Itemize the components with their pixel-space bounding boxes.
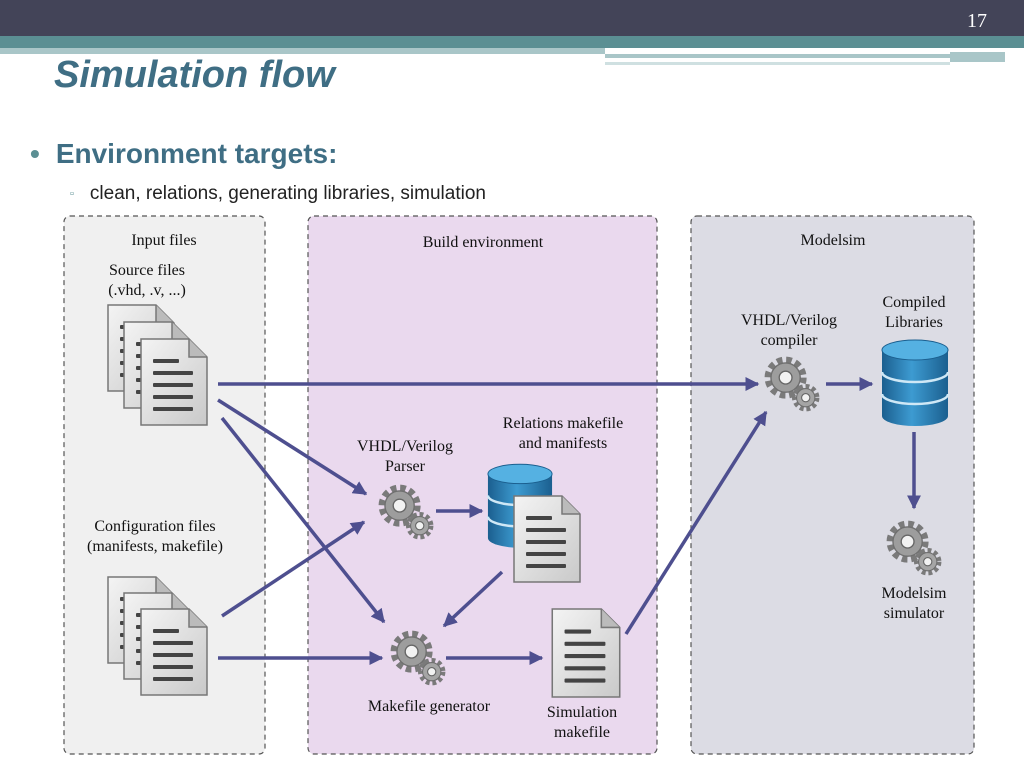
stripe-line [605,54,950,58]
header-stripe [0,48,605,54]
compiler-label: VHDL/Verilog [741,312,837,329]
bullet-text: Environment targets: [55,138,338,169]
square-bullet-icon: ▫ [70,188,74,200]
makefile-generator-label: Makefile generator [367,698,491,715]
source-file-icon [140,338,208,426]
parser-label: VHDL/Verilog [357,438,453,455]
source-files-ext-label: (.vhd, .v, ...) [108,282,186,299]
arrow-config-to-parser [221,520,366,618]
sub-bullet-text: clean, relations, generating libraries, … [89,183,486,204]
header-band [0,36,1024,48]
slide-title: Simulation flow [54,54,335,96]
config-files-label: Configuration files [94,518,216,535]
relations-label: Relations makefile [502,415,624,432]
sub-bullet-item: ▫ clean, relations, generating libraries,… [70,183,486,205]
config-files-detail-label: (manifests, makefile) [87,538,223,555]
relations-file-icon [513,495,581,583]
stripe-line [605,62,950,65]
arrow-source-to-parser [217,398,368,496]
stripe-block [950,52,1005,62]
arrow-relations-to-generator [442,570,504,628]
simulation-makefile-label-2: makefile [554,724,610,741]
simulation-makefile-icon [551,608,621,698]
simulator-label: Modelsim [881,585,947,602]
slide-number: 17 [967,10,987,32]
simulation-makefile-label: Simulation [546,704,618,721]
compiler-label-2: compiler [760,332,818,349]
input-files-group-label: Input files [131,232,197,249]
compiled-libraries-label: Compiled [882,294,946,311]
compiled-libraries-database-icon [880,338,950,428]
header-stripe-right [605,48,1024,70]
build-environment-group-label: Build environment [422,234,544,251]
config-file-icon [140,608,208,696]
relations-label-2: and manifests [518,435,608,452]
modelsim-group-label: Modelsim [800,232,866,249]
top-bar [0,0,1024,36]
simulator-label-2: simulator [883,605,945,622]
bullet-dot-icon: • [30,138,40,169]
compiled-libraries-label-2: Libraries [885,314,943,331]
bullet-item: • Environment targets: [30,138,337,170]
arrow-source-to-generator [220,416,386,624]
arrow-makefile-to-compiler [624,410,768,635]
source-files-label: Source files [109,262,185,279]
parser-label-2: Parser [385,458,425,475]
